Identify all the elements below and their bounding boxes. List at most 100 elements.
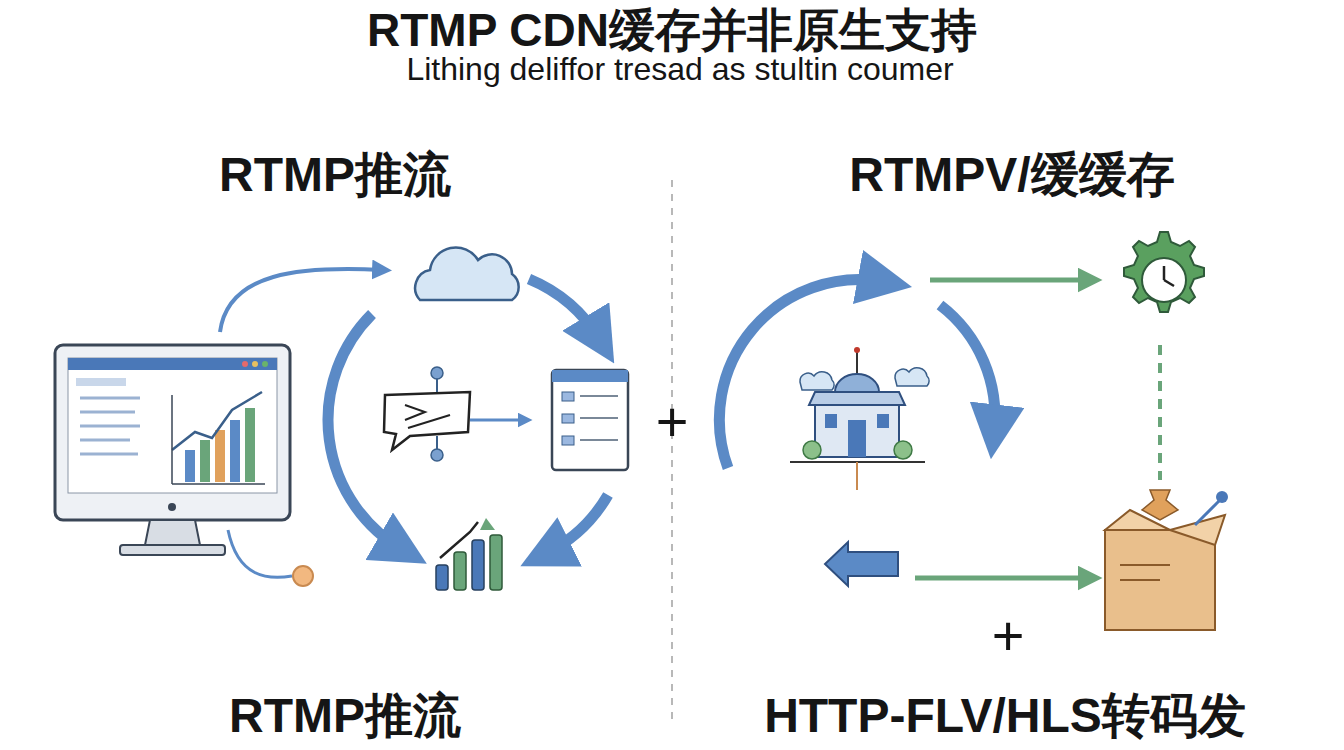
- growth-chart-icon-part: [440, 522, 478, 558]
- gear-icon-part: [1124, 232, 1204, 312]
- gear-icon: [1124, 232, 1204, 312]
- building-icon-part: [877, 414, 889, 428]
- section-heading: RTMPV/缓缓存: [849, 149, 1174, 202]
- message-icon-part: [431, 449, 443, 461]
- document-icon-part: [552, 370, 628, 470]
- monitor-icon-part: [68, 358, 277, 370]
- plus-sign: +: [656, 391, 689, 453]
- monitor-icon-part: [68, 358, 277, 493]
- package-icon-part: [1120, 579, 1160, 581]
- flow-arrow: [930, 278, 1090, 283]
- document-icon-part: [580, 417, 618, 419]
- monitor-icon-part: [172, 483, 265, 485]
- package-icon-part: [1105, 530, 1215, 630]
- monitor-icon-part: [185, 450, 195, 482]
- message-icon-part: [384, 392, 470, 450]
- building-icon-part: [854, 347, 860, 353]
- message-icon-part: [470, 419, 525, 422]
- package-icon-part: [1120, 564, 1170, 566]
- cloud-icon: [415, 247, 519, 300]
- growth-chart-icon-part: [490, 535, 502, 590]
- building-icon-part: [815, 405, 899, 457]
- monitor-icon-part: [120, 545, 225, 555]
- monitor-icon-part: [168, 503, 176, 511]
- building-icon-part: [825, 414, 837, 428]
- document-icon-part: [580, 439, 618, 441]
- monitor-icon-part: [171, 395, 173, 484]
- message-icon: [384, 367, 525, 461]
- document-icon-part: [562, 414, 574, 423]
- monitor-icon-part: [76, 378, 126, 386]
- monitor-icon-part: [200, 440, 210, 482]
- document-icon-part: [562, 392, 574, 401]
- endpoint-dot: [293, 566, 313, 586]
- document-icon: [552, 370, 628, 470]
- section-heading: RTMP推流: [219, 149, 451, 202]
- monitor-icon-part: [245, 408, 255, 482]
- building-icon-part: [803, 441, 821, 459]
- flow-arrow: [915, 576, 1090, 581]
- return-arrow: [825, 542, 898, 586]
- document-icon-part: [562, 436, 574, 445]
- monitor-icon-part: [230, 420, 240, 482]
- building-icon-part: [895, 368, 929, 386]
- cycle-arrows-part: [719, 280, 885, 468]
- monitor-icon-part: [215, 430, 225, 482]
- document-icon-part: [580, 395, 618, 397]
- monitor-icon-part: [262, 361, 268, 367]
- gear-icon-part: [1164, 280, 1174, 286]
- monitor-icon-part: [80, 411, 135, 414]
- monitor-icon-part: [242, 361, 248, 367]
- monitor-icon-part: [55, 345, 290, 520]
- building-icon-part: [894, 441, 912, 459]
- monitor-icon-part: [80, 453, 138, 456]
- growth-chart-icon-part: [454, 552, 466, 590]
- document-icon-part: [552, 370, 628, 382]
- growth-chart-icon-part: [480, 518, 495, 530]
- package-icon-part: [1142, 490, 1178, 520]
- cycle-arrows-part: [940, 305, 995, 432]
- message-icon-part: [408, 415, 450, 428]
- building-icon-part: [848, 420, 866, 457]
- monitor-icon-part: [80, 397, 140, 400]
- message-icon-part: [405, 405, 425, 420]
- package-icon-part: [1195, 500, 1220, 525]
- connector-line: [228, 530, 292, 577]
- building-icon-part: [856, 462, 858, 490]
- monitor-icon-part: [172, 392, 262, 450]
- growth-chart-icon-part: [472, 540, 484, 590]
- building-icon: [790, 347, 929, 490]
- cycle-arrows: [719, 280, 995, 468]
- cloud-icon-part: [415, 247, 519, 300]
- monitor-icon-part: [80, 425, 140, 428]
- growth-chart-icon: [436, 518, 502, 590]
- package-icon-part: [1105, 510, 1170, 530]
- subtitle-text: Lithing deliffor tresad as stultin coume…: [406, 52, 953, 87]
- monitor-icon-part: [145, 520, 200, 545]
- gear-icon-part: [1163, 266, 1166, 280]
- section-footer: RTMP推流: [229, 690, 461, 743]
- cycle-arrows-part: [529, 279, 600, 340]
- gear-icon-part: [1142, 258, 1186, 302]
- package-icon: [1105, 490, 1228, 630]
- monitor-icon: [55, 345, 290, 555]
- message-icon-part: [431, 367, 443, 379]
- package-icon-part: [1170, 515, 1225, 545]
- diagram-title: RTMP CDN缓存并非原生支持: [367, 5, 977, 56]
- monitor-icon-part: [252, 361, 258, 367]
- cycle-arrows-part: [545, 495, 608, 554]
- building-icon-part: [809, 392, 905, 405]
- building-icon-part: [835, 374, 879, 392]
- building-icon-part: [856, 350, 858, 375]
- growth-chart-icon-part: [436, 565, 448, 590]
- dashed-link: [1158, 345, 1162, 480]
- plus-sign: +: [992, 605, 1025, 667]
- cycle-arrows: [328, 279, 608, 554]
- building-icon-part: [800, 372, 834, 390]
- package-icon-part: [1216, 491, 1228, 503]
- monitor-icon-part: [80, 439, 130, 442]
- message-icon-part: [436, 436, 438, 450]
- section-footer: HTTP-FLV/HLS转码发: [764, 690, 1246, 743]
